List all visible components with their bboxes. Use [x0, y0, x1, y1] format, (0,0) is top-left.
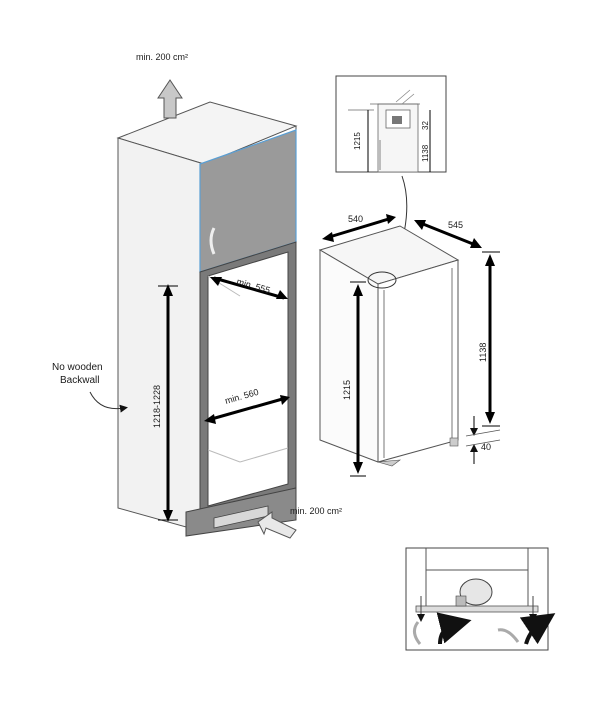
fridge-width-dimension	[322, 214, 396, 242]
bottom-vent-arrow	[257, 511, 297, 539]
fridge	[318, 225, 460, 467]
feet-dimension	[465, 416, 501, 464]
fridge-height-label: 1215	[342, 380, 352, 400]
air-in-right	[497, 628, 520, 643]
cabinet	[116, 101, 298, 537]
bottom-vent-label: min. 200 cm²	[290, 506, 342, 516]
compressor	[459, 578, 493, 606]
fridge-depth-label: 545	[448, 220, 463, 230]
door-handle	[209, 227, 216, 255]
no-backwall-arrow	[89, 391, 128, 413]
detail-body-label: 1138	[421, 144, 430, 162]
fridge-body-dimension	[482, 251, 500, 427]
hinge-detail-inset	[335, 75, 447, 173]
hinge-detail-circle	[367, 271, 397, 289]
niche-height-label: 1218-1228	[152, 385, 162, 428]
feet-label: 40	[481, 442, 491, 452]
niche-width-dimension	[204, 395, 290, 424]
air-out-left	[436, 612, 472, 645]
air-out-right	[519, 613, 556, 645]
top-vent-arrow	[157, 79, 183, 119]
airflow-detail-inset	[405, 547, 556, 651]
top-vent-label: min. 200 cm²	[136, 52, 188, 62]
no-backwall-line2: Backwall	[60, 375, 99, 386]
air-in-left	[413, 621, 422, 645]
detail-height-label: 1215	[353, 132, 362, 150]
fridge-height-dimension	[350, 281, 366, 477]
fridge-width-label: 540	[348, 214, 363, 224]
niche-height-dimension	[158, 284, 178, 522]
fridge-depth-dimension	[414, 220, 482, 248]
no-backwall-line1: No wooden	[52, 362, 103, 373]
fridge-body-label: 1138	[478, 343, 488, 362]
niche-depth-dimension	[210, 276, 288, 300]
detail-gap-label: 32	[421, 121, 430, 130]
